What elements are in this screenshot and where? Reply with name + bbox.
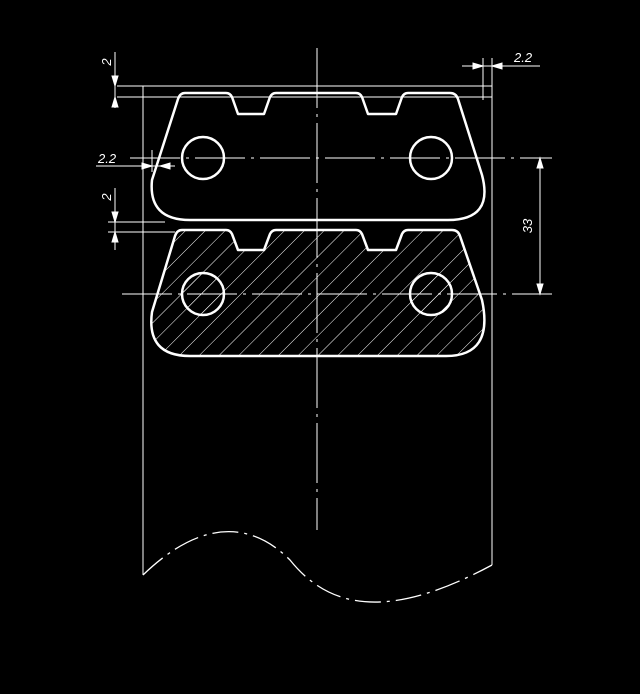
top-gap-label: 2 [99,58,114,67]
upper-right-pin-hole [408,135,454,181]
left-offset-dimension [96,150,175,172]
upper-chain-link [150,91,486,222]
top-right-offset-label: 2.2 [513,50,533,65]
lower-left-pin [180,271,226,317]
middle-gap-label: 2 [99,193,114,202]
break-line [142,531,493,603]
middle-gap-dimension [108,188,175,250]
upper-left-pin-hole [180,135,226,181]
center-distance-label: 33 [520,218,535,233]
top-gap-dimension [111,52,119,108]
center-distance-dimension [536,156,544,296]
top-right-offset-dimension [462,58,540,100]
left-offset-label: 2.2 [97,151,117,166]
lower-chain-link-section [150,228,486,358]
lower-right-pin [408,271,454,317]
